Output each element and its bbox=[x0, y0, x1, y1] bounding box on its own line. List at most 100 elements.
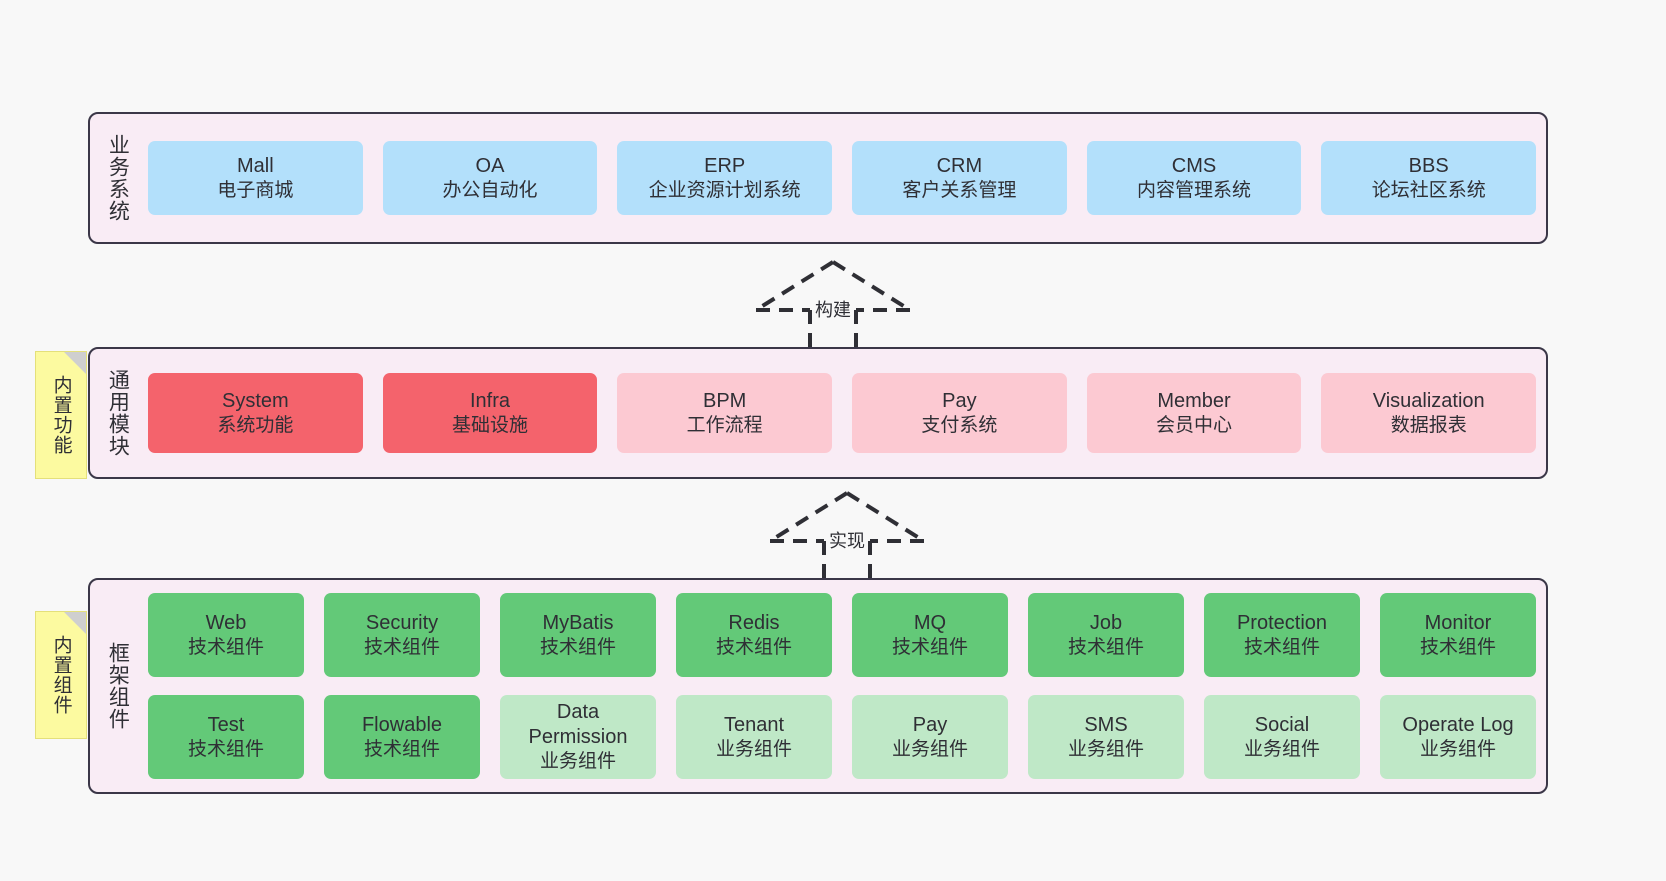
node-name: CRM bbox=[936, 154, 983, 177]
layer-common-modules: 通用模块 System 系统功能 Infra 基础设施 BPM 工作流程 Pay bbox=[88, 347, 1548, 479]
row: Mall 电子商城 OA 办公自动化 ERP 企业资源计划系统 CRM 客户关系… bbox=[148, 141, 1537, 215]
node-name: Member bbox=[1157, 389, 1231, 412]
row: Test 技术组件 Flowable 技术组件 Data Permission … bbox=[148, 695, 1536, 779]
node-name: ERP bbox=[704, 154, 746, 177]
node-subtitle: 业务组件 bbox=[715, 738, 792, 760]
node-subtitle: 会员中心 bbox=[1156, 414, 1233, 436]
node-name: Pay bbox=[942, 389, 977, 412]
node-pay-component[interactable]: Pay 业务组件 bbox=[852, 695, 1008, 779]
node-subtitle: 论坛社区系统 bbox=[1371, 179, 1486, 201]
node-subtitle: 客户关系管理 bbox=[902, 179, 1017, 201]
node-subtitle: 技术组件 bbox=[715, 636, 792, 658]
node-name: Social bbox=[1254, 713, 1310, 736]
node-subtitle: 内容管理系统 bbox=[1137, 179, 1252, 201]
node-bbs[interactable]: BBS 论坛社区系统 bbox=[1321, 141, 1537, 215]
node-subtitle: 技术组件 bbox=[539, 636, 616, 658]
node-name: SMS bbox=[1084, 713, 1128, 736]
node-flowable[interactable]: Flowable 技术组件 bbox=[324, 695, 480, 779]
node-bpm[interactable]: BPM 工作流程 bbox=[617, 373, 833, 453]
node-subtitle: 办公自动化 bbox=[442, 179, 538, 201]
node-subtitle: 技术组件 bbox=[363, 636, 440, 658]
node-subtitle: 技术组件 bbox=[363, 738, 440, 760]
layer-title-common-modules: 通用模块 bbox=[106, 369, 130, 457]
node-name: CMS bbox=[1171, 154, 1217, 177]
node-subtitle: 业务组件 bbox=[1243, 738, 1320, 760]
node-subtitle: 工作流程 bbox=[686, 414, 763, 436]
node-name: Web bbox=[205, 611, 247, 634]
node-name: System bbox=[221, 389, 289, 412]
node-mq[interactable]: MQ 技术组件 bbox=[852, 593, 1008, 677]
node-web[interactable]: Web 技术组件 bbox=[148, 593, 304, 677]
node-name: Security bbox=[365, 611, 439, 634]
node-operate-log[interactable]: Operate Log 业务组件 bbox=[1380, 695, 1536, 779]
node-security[interactable]: Security 技术组件 bbox=[324, 593, 480, 677]
node-subtitle: 业务组件 bbox=[539, 751, 616, 773]
node-subtitle: 企业资源计划系统 bbox=[648, 179, 801, 201]
node-infra[interactable]: Infra 基础设施 bbox=[382, 373, 598, 453]
layer-title-business-system: 业务系统 bbox=[106, 134, 130, 222]
row: System 系统功能 Infra 基础设施 BPM 工作流程 Pay 支付系统… bbox=[148, 373, 1537, 453]
arrow-build-label: 构建 bbox=[815, 300, 851, 320]
node-name: Data Permission bbox=[528, 701, 628, 749]
node-subtitle: 电子商城 bbox=[217, 179, 294, 201]
layer-body-common-modules: System 系统功能 Infra 基础设施 BPM 工作流程 Pay 支付系统… bbox=[144, 349, 1546, 477]
node-sms[interactable]: SMS 业务组件 bbox=[1028, 695, 1184, 779]
node-member[interactable]: Member 会员中心 bbox=[1086, 373, 1302, 453]
node-system[interactable]: System 系统功能 bbox=[148, 373, 363, 453]
node-job[interactable]: Job 技术组件 bbox=[1028, 593, 1184, 677]
node-social[interactable]: Social 业务组件 bbox=[1204, 695, 1360, 779]
node-name: Job bbox=[1089, 611, 1123, 634]
note-builtin-functions: 内置功能 bbox=[35, 351, 87, 479]
node-name: Operate Log bbox=[1402, 713, 1514, 736]
layer-framework-components: 框架组件 Web 技术组件 Security 技术组件 MyBatis 技术组件… bbox=[88, 578, 1548, 794]
node-name: Redis bbox=[728, 611, 780, 634]
node-name: MyBatis bbox=[542, 611, 614, 634]
node-mall[interactable]: Mall 电子商城 bbox=[148, 141, 363, 215]
node-name: Protection bbox=[1236, 611, 1328, 634]
node-subtitle: 业务组件 bbox=[891, 738, 968, 760]
layer-body-framework-components: Web 技术组件 Security 技术组件 MyBatis 技术组件 Redi… bbox=[144, 580, 1546, 792]
node-name: Infra bbox=[469, 389, 511, 412]
node-subtitle: 技术组件 bbox=[891, 636, 968, 658]
layer-business-system: 业务系统 Mall 电子商城 OA 办公自动化 ERP 企业资源计划系统 CRM bbox=[88, 112, 1548, 244]
node-subtitle: 业务组件 bbox=[1067, 738, 1144, 760]
node-test[interactable]: Test 技术组件 bbox=[148, 695, 304, 779]
node-subtitle: 系统功能 bbox=[217, 414, 294, 436]
node-pay[interactable]: Pay 支付系统 bbox=[852, 373, 1067, 453]
node-name: Flowable bbox=[361, 713, 443, 736]
node-subtitle: 技术组件 bbox=[1419, 636, 1496, 658]
node-name: MQ bbox=[913, 611, 947, 634]
node-subtitle: 基础设施 bbox=[452, 414, 529, 436]
node-crm[interactable]: CRM 客户关系管理 bbox=[852, 141, 1067, 215]
node-name: Tenant bbox=[723, 713, 785, 736]
note-builtin-components: 内置组件 bbox=[35, 611, 87, 739]
node-name: Mall bbox=[237, 154, 274, 177]
note-label: 内置组件 bbox=[50, 635, 72, 715]
node-name: Visualization bbox=[1372, 389, 1485, 412]
node-protection[interactable]: Protection 技术组件 bbox=[1204, 593, 1360, 677]
row: Web 技术组件 Security 技术组件 MyBatis 技术组件 Redi… bbox=[148, 593, 1536, 677]
arrow-realize-label: 实现 bbox=[829, 531, 865, 551]
note-label: 内置功能 bbox=[50, 375, 72, 455]
node-subtitle: 技术组件 bbox=[187, 636, 264, 658]
node-name: Monitor bbox=[1424, 611, 1492, 634]
node-oa[interactable]: OA 办公自动化 bbox=[382, 141, 598, 215]
node-subtitle: 数据报表 bbox=[1390, 414, 1467, 436]
node-redis[interactable]: Redis 技术组件 bbox=[676, 593, 832, 677]
node-visualization[interactable]: Visualization 数据报表 bbox=[1321, 373, 1537, 453]
node-mybatis[interactable]: MyBatis 技术组件 bbox=[500, 593, 656, 677]
node-name: BBS bbox=[1408, 154, 1449, 177]
node-cms[interactable]: CMS 内容管理系统 bbox=[1086, 141, 1302, 215]
node-monitor[interactable]: Monitor 技术组件 bbox=[1380, 593, 1536, 677]
node-name: Pay bbox=[912, 713, 948, 736]
node-subtitle: 技术组件 bbox=[1067, 636, 1144, 658]
node-erp[interactable]: ERP 企业资源计划系统 bbox=[617, 141, 833, 215]
node-subtitle: 技术组件 bbox=[1243, 636, 1320, 658]
node-name: BPM bbox=[703, 389, 747, 412]
node-subtitle: 业务组件 bbox=[1419, 738, 1496, 760]
node-tenant[interactable]: Tenant 业务组件 bbox=[676, 695, 832, 779]
node-data-permission[interactable]: Data Permission 业务组件 bbox=[500, 695, 656, 779]
arrow-build: 构建 bbox=[738, 258, 928, 358]
arrow-realize: 实现 bbox=[752, 489, 942, 589]
